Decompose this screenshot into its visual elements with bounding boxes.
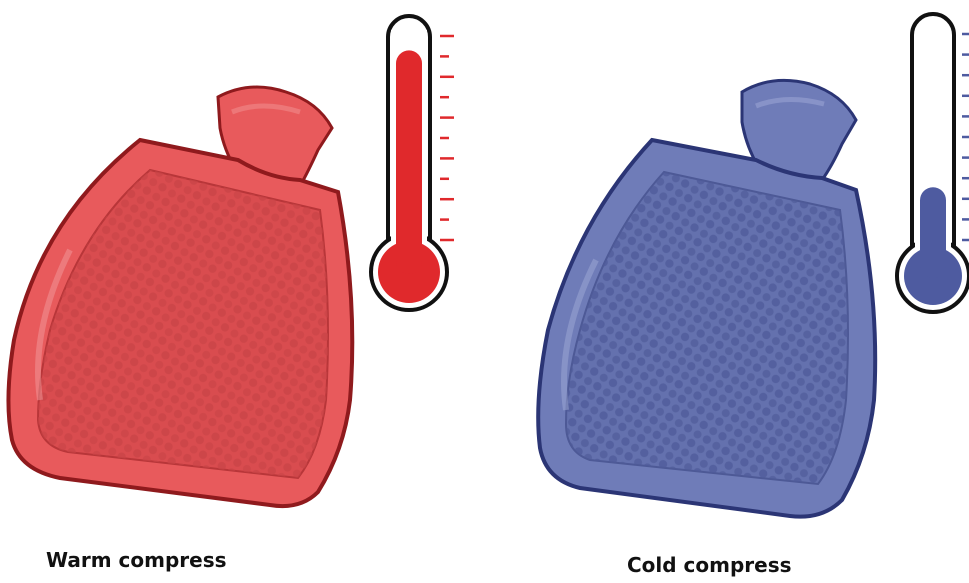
warm-hot-water-bottle-icon (6, 85, 355, 509)
cold-bottle-cap (740, 78, 858, 182)
cold-thermometer-mercury (920, 187, 946, 278)
warm-compress-caption: Warm compress (46, 548, 227, 572)
warm-thermometer-icon (369, 14, 454, 312)
cold-hot-water-bottle-icon (536, 78, 878, 519)
warm-thermometer-mercury (396, 50, 422, 275)
warm-thermometer-scale (440, 34, 454, 242)
cold-compress-caption: Cold compress (627, 553, 792, 577)
cold-thermometer-scale (962, 32, 969, 242)
cold-thermometer-icon (895, 12, 969, 314)
